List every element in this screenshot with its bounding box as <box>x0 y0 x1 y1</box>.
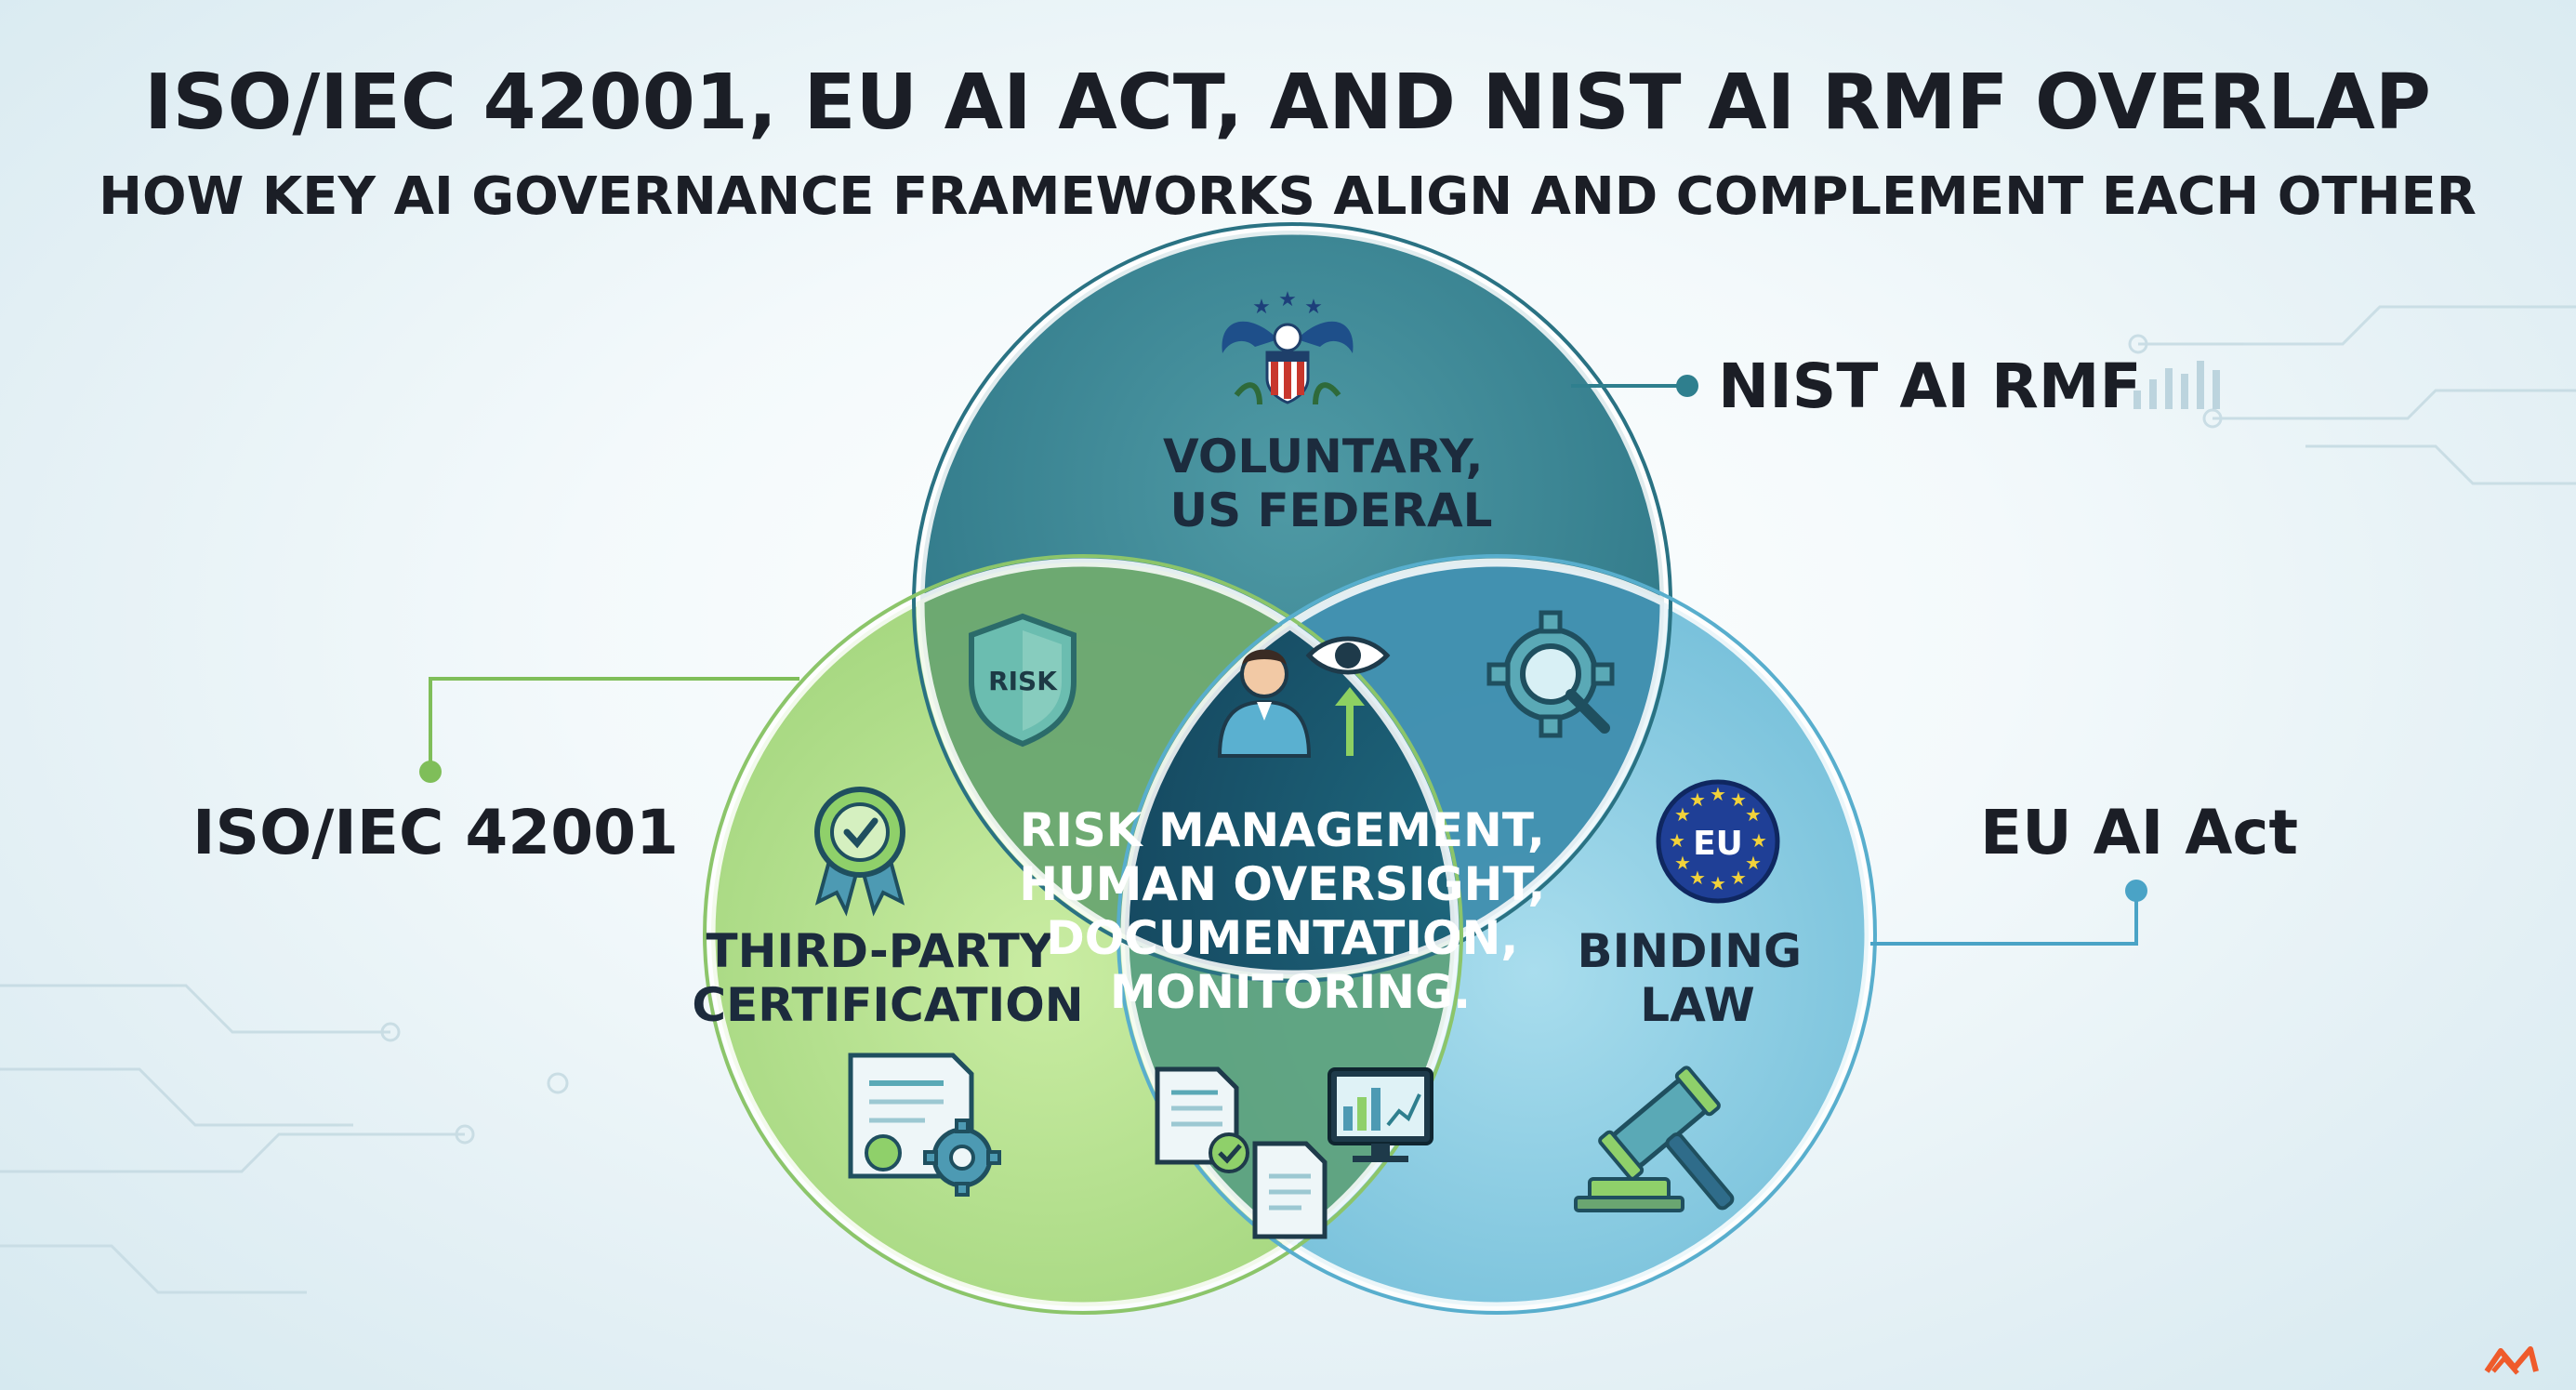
gear-search-icon <box>1486 610 1615 738</box>
svg-text:★: ★ <box>1750 829 1767 852</box>
page-subtitle: HOW KEY AI GOVERNANCE FRAMEWORKS ALIGN A… <box>99 166 2477 227</box>
label-nist: NIST AI RMF <box>1718 351 2142 422</box>
risk-shield-icon: RISK <box>969 613 1077 748</box>
svg-text:★: ★ <box>1252 296 1271 319</box>
svg-text:★: ★ <box>1710 783 1726 805</box>
logo-icon <box>2484 1346 2539 1375</box>
page-title: ISO/IEC 42001, EU AI ACT, AND NIST AI RM… <box>144 59 2431 147</box>
human-oversight-icon <box>1217 636 1391 758</box>
label-eu: EU AI Act <box>1980 797 2298 868</box>
connector-eu <box>1870 880 2147 946</box>
outline-iso <box>707 558 1460 1311</box>
eu-region-text: BINDING LAW <box>1578 924 1818 1032</box>
svg-text:★: ★ <box>1745 852 1762 874</box>
svg-text:★: ★ <box>1674 852 1691 874</box>
svg-text:★: ★ <box>1730 867 1747 889</box>
svg-text:★: ★ <box>1689 788 1706 811</box>
svg-text:★: ★ <box>1689 867 1706 889</box>
nist-region-text: VOLUNTARY, US FEDERAL <box>1163 430 1499 537</box>
overlap-center <box>1125 563 1455 974</box>
connector-nist <box>1571 375 1698 397</box>
certificate-gear-icon <box>848 1052 1001 1197</box>
eagle-seal-icon: ★ ★ ★ <box>1222 288 1354 405</box>
monitoring-dashboard-icon <box>1328 1067 1433 1162</box>
svg-text:★: ★ <box>1304 296 1323 319</box>
svg-text:★: ★ <box>1710 872 1726 894</box>
svg-text:RISK: RISK <box>988 666 1058 696</box>
documentation-icon <box>1155 1066 1328 1239</box>
iso-region-text: THIRD-PARTY CERTIFICATION <box>692 924 1083 1032</box>
svg-text:EU: EU <box>1693 825 1743 863</box>
svg-text:★: ★ <box>1745 803 1762 826</box>
connector-iso <box>419 677 799 783</box>
center-text: RISK MANAGEMENT, HUMAN OVERSIGHT, DOCUME… <box>1019 803 1562 1019</box>
award-ribbon-icon <box>814 787 905 917</box>
circuit-decoration <box>0 305 2576 1294</box>
svg-text:★: ★ <box>1669 829 1685 852</box>
svg-text:★: ★ <box>1730 788 1747 811</box>
svg-text:★: ★ <box>1278 288 1297 311</box>
svg-text:★: ★ <box>1674 803 1691 826</box>
gavel-icon <box>1574 1066 1735 1212</box>
bar-decoration <box>2133 361 2220 409</box>
outline-eu <box>1120 558 1873 1311</box>
label-iso: ISO/IEC 42001 <box>192 797 679 868</box>
eu-flag-icon: ★★★ ★★★ ★★★ ★★★ EU <box>1656 779 1780 904</box>
